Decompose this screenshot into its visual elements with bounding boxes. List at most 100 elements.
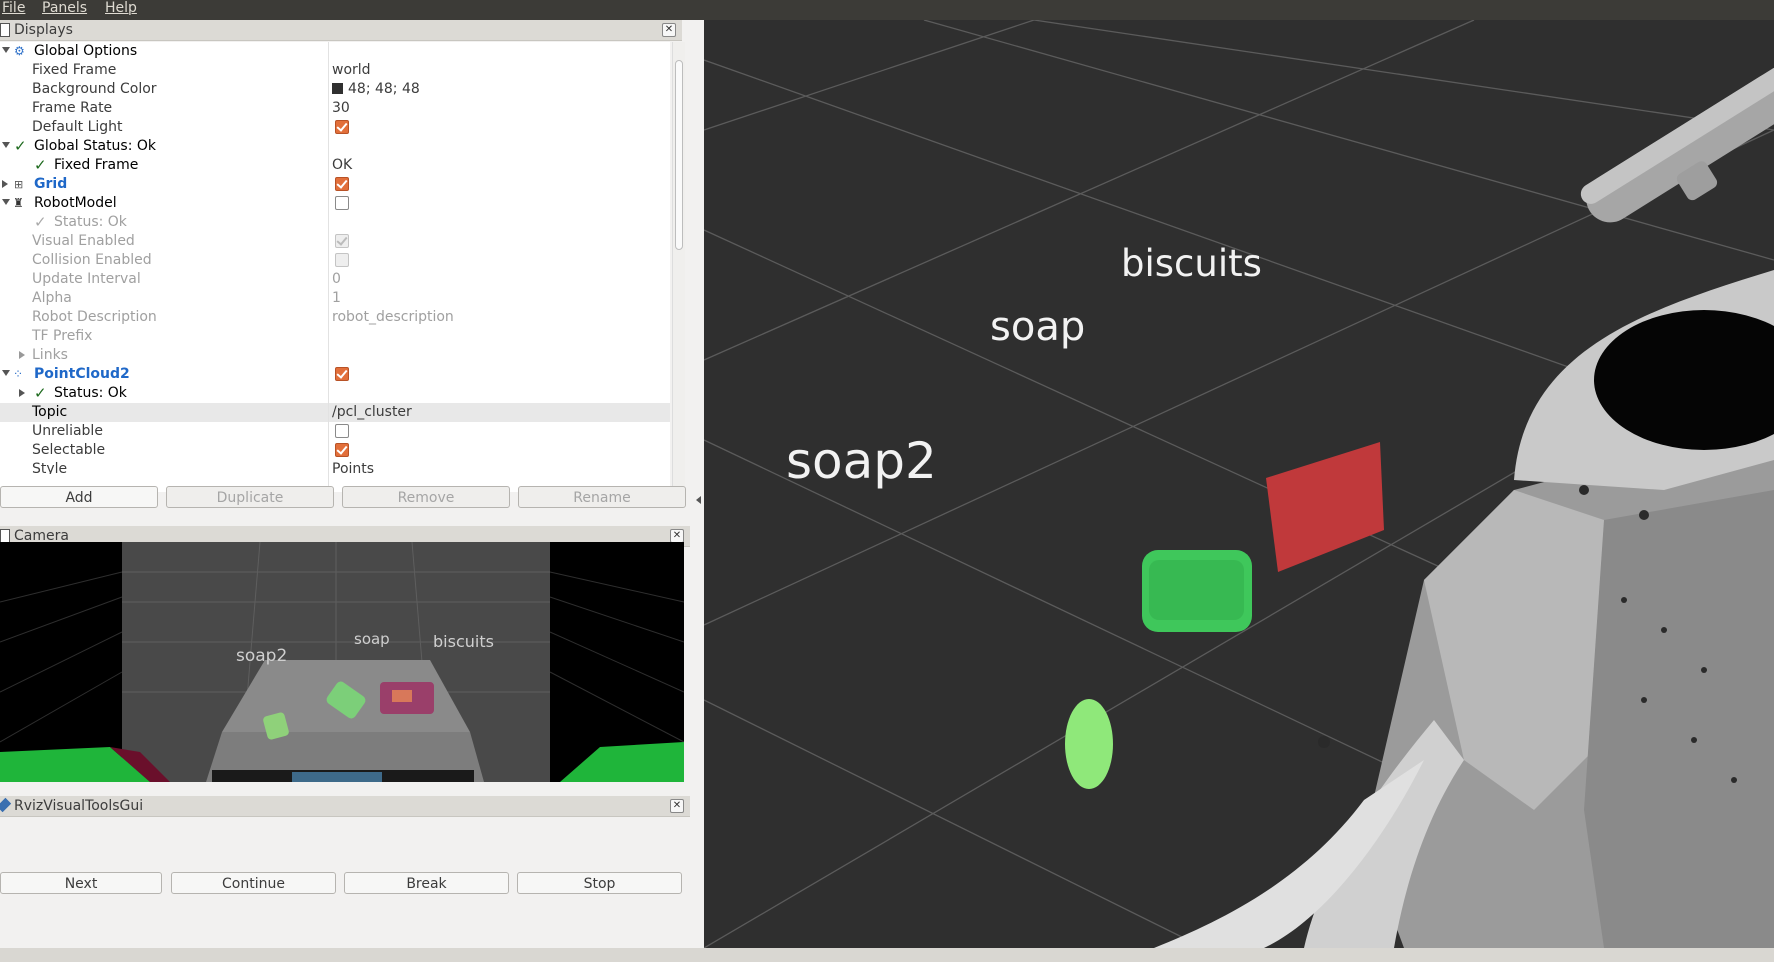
tree-value[interactable]: 48; 48; 48 bbox=[332, 81, 420, 98]
selectable-checkbox[interactable] bbox=[335, 443, 349, 457]
tree-row-robotmodel[interactable]: ♜ RobotModel bbox=[0, 194, 670, 213]
viewport-label-biscuits: biscuits bbox=[1121, 242, 1262, 285]
robotmodel-checkbox[interactable] bbox=[335, 196, 349, 210]
tree-label: Update Interval bbox=[32, 271, 141, 287]
tree-label: RobotModel bbox=[34, 195, 117, 211]
camera-title: Camera bbox=[14, 528, 69, 544]
expand-arrow-icon[interactable] bbox=[2, 47, 10, 53]
tree-value[interactable]: 0 bbox=[332, 271, 341, 287]
next-button[interactable]: Next bbox=[0, 872, 162, 894]
tree-row-style[interactable]: Style Points bbox=[0, 460, 670, 474]
break-button[interactable]: Break bbox=[344, 872, 509, 894]
expand-arrow-icon[interactable] bbox=[19, 389, 25, 397]
tree-row-default-light[interactable]: Default Light bbox=[0, 118, 670, 137]
tree-row-links[interactable]: Links bbox=[0, 346, 670, 365]
tree-value[interactable]: 1 bbox=[332, 290, 341, 306]
duplicate-button[interactable]: Duplicate bbox=[166, 486, 334, 508]
menu-bar: File Panels Help bbox=[0, 0, 1774, 20]
stop-button[interactable]: Stop bbox=[517, 872, 682, 894]
checkmark-icon: ✓ bbox=[34, 156, 47, 174]
grid-icon: ⊞ bbox=[14, 178, 24, 191]
tree-label: Fixed Frame bbox=[54, 157, 139, 173]
tree-label: Grid bbox=[34, 176, 68, 192]
rename-button[interactable]: Rename bbox=[518, 486, 686, 508]
tree-row-frame-rate[interactable]: Frame Rate 30 bbox=[0, 99, 670, 118]
tree-row-global-options[interactable]: ⚙ Global Options bbox=[0, 42, 670, 61]
tree-value[interactable]: /pcl_cluster bbox=[332, 404, 412, 420]
continue-button[interactable]: Continue bbox=[171, 872, 336, 894]
status-bar bbox=[0, 948, 1774, 962]
menu-panels[interactable]: Panels bbox=[42, 0, 88, 16]
render-viewport[interactable]: biscuits soap soap2 bbox=[704, 20, 1774, 948]
scrollbar-thumb[interactable] bbox=[675, 60, 683, 250]
camera-label-biscuits: biscuits bbox=[433, 632, 494, 651]
displays-scrollbar[interactable] bbox=[672, 42, 685, 492]
camera-label-soap: soap bbox=[354, 630, 390, 648]
checkmark-icon: ✓ bbox=[34, 384, 47, 402]
tree-row-robot-description[interactable]: Robot Description robot_description bbox=[0, 308, 670, 327]
tree-label: Links bbox=[32, 347, 68, 363]
pointcloud-clusters bbox=[1065, 442, 1384, 789]
add-button[interactable]: Add bbox=[0, 486, 158, 508]
tree-row-pointcloud-status[interactable]: ✓ Status: Ok bbox=[0, 384, 670, 403]
tree-row-unreliable[interactable]: Unreliable bbox=[0, 422, 670, 441]
tree-row-robot-status[interactable]: ✓ Status: Ok bbox=[0, 213, 670, 232]
gear-icon: ⚙ bbox=[14, 44, 25, 58]
column-divider[interactable] bbox=[328, 42, 329, 492]
tree-row-background-color[interactable]: Background Color 48; 48; 48 bbox=[0, 80, 670, 99]
tree-value[interactable]: robot_description bbox=[332, 309, 454, 325]
visual-enabled-checkbox[interactable] bbox=[335, 234, 349, 248]
tree-value[interactable]: Points bbox=[332, 461, 375, 474]
tree-label: Global Status: Ok bbox=[34, 138, 157, 154]
splitter-handle-icon[interactable] bbox=[696, 496, 701, 504]
tree-row-fixed-frame[interactable]: Fixed Frame world bbox=[0, 61, 670, 80]
tree-label: Fixed Frame bbox=[32, 62, 117, 78]
grid-checkbox[interactable] bbox=[335, 177, 349, 191]
tree-value[interactable]: 30 bbox=[332, 100, 350, 116]
displays-tree[interactable]: ⚙ Global Options Fixed Frame world Backg… bbox=[0, 42, 670, 492]
tree-row-global-status[interactable]: ✓ Global Status: Ok bbox=[0, 137, 670, 156]
tree-label: Frame Rate bbox=[32, 100, 113, 116]
close-icon[interactable]: ✕ bbox=[670, 529, 684, 543]
tree-row-grid[interactable]: ⊞ Grid bbox=[0, 175, 670, 194]
tree-row-alpha[interactable]: Alpha 1 bbox=[0, 289, 670, 308]
default-light-checkbox[interactable] bbox=[335, 120, 349, 134]
tree-row-collision-enabled[interactable]: Collision Enabled bbox=[0, 251, 670, 270]
tree-row-visual-enabled[interactable]: Visual Enabled bbox=[0, 232, 670, 251]
tree-label: PointCloud2 bbox=[34, 366, 130, 382]
expand-arrow-icon[interactable] bbox=[19, 351, 25, 359]
tree-value[interactable]: world bbox=[332, 62, 371, 78]
close-icon[interactable]: ✕ bbox=[662, 23, 676, 37]
tree-label: Topic bbox=[32, 404, 68, 420]
expand-arrow-icon[interactable] bbox=[2, 180, 8, 188]
camera-view[interactable]: soap2 soap biscuits bbox=[0, 542, 684, 782]
remove-button[interactable]: Remove bbox=[342, 486, 510, 508]
tree-label: Selectable bbox=[32, 442, 106, 458]
unreliable-checkbox[interactable] bbox=[335, 424, 349, 438]
collision-enabled-checkbox[interactable] bbox=[335, 253, 349, 267]
expand-arrow-icon[interactable] bbox=[2, 370, 10, 376]
viewport-label-soap2: soap2 bbox=[786, 432, 937, 490]
camera-scene bbox=[0, 542, 684, 782]
menu-file[interactable]: File bbox=[2, 0, 26, 16]
visual-tools-panel-title: RvizVisualToolsGui ✕ bbox=[0, 796, 690, 817]
tree-row-tf-prefix[interactable]: TF Prefix bbox=[0, 327, 670, 346]
tree-row-topic[interactable]: Topic /pcl_cluster bbox=[0, 403, 670, 422]
menu-help[interactable]: Help bbox=[105, 0, 137, 16]
tree-label: Background Color bbox=[32, 81, 157, 97]
tree-row-selectable[interactable]: Selectable bbox=[0, 441, 670, 460]
expand-arrow-icon[interactable] bbox=[2, 199, 10, 205]
monitor-icon bbox=[0, 23, 10, 37]
close-icon[interactable]: ✕ bbox=[670, 799, 684, 813]
camera-label-soap2: soap2 bbox=[236, 646, 288, 666]
expand-arrow-icon[interactable] bbox=[2, 142, 10, 148]
checkmark-icon: ✓ bbox=[14, 137, 27, 155]
pointcloud2-checkbox[interactable] bbox=[335, 367, 349, 381]
tree-row-update-interval[interactable]: Update Interval 0 bbox=[0, 270, 670, 289]
tree-label: Global Options bbox=[34, 43, 138, 59]
tree-row-pointcloud2[interactable]: ⁘ PointCloud2 bbox=[0, 365, 670, 384]
tree-label: Visual Enabled bbox=[32, 233, 135, 249]
tree-row-fixed-frame-status[interactable]: ✓ Fixed Frame OK bbox=[0, 156, 670, 175]
viewport-scene bbox=[704, 20, 1774, 948]
displays-title: Displays bbox=[14, 22, 73, 38]
